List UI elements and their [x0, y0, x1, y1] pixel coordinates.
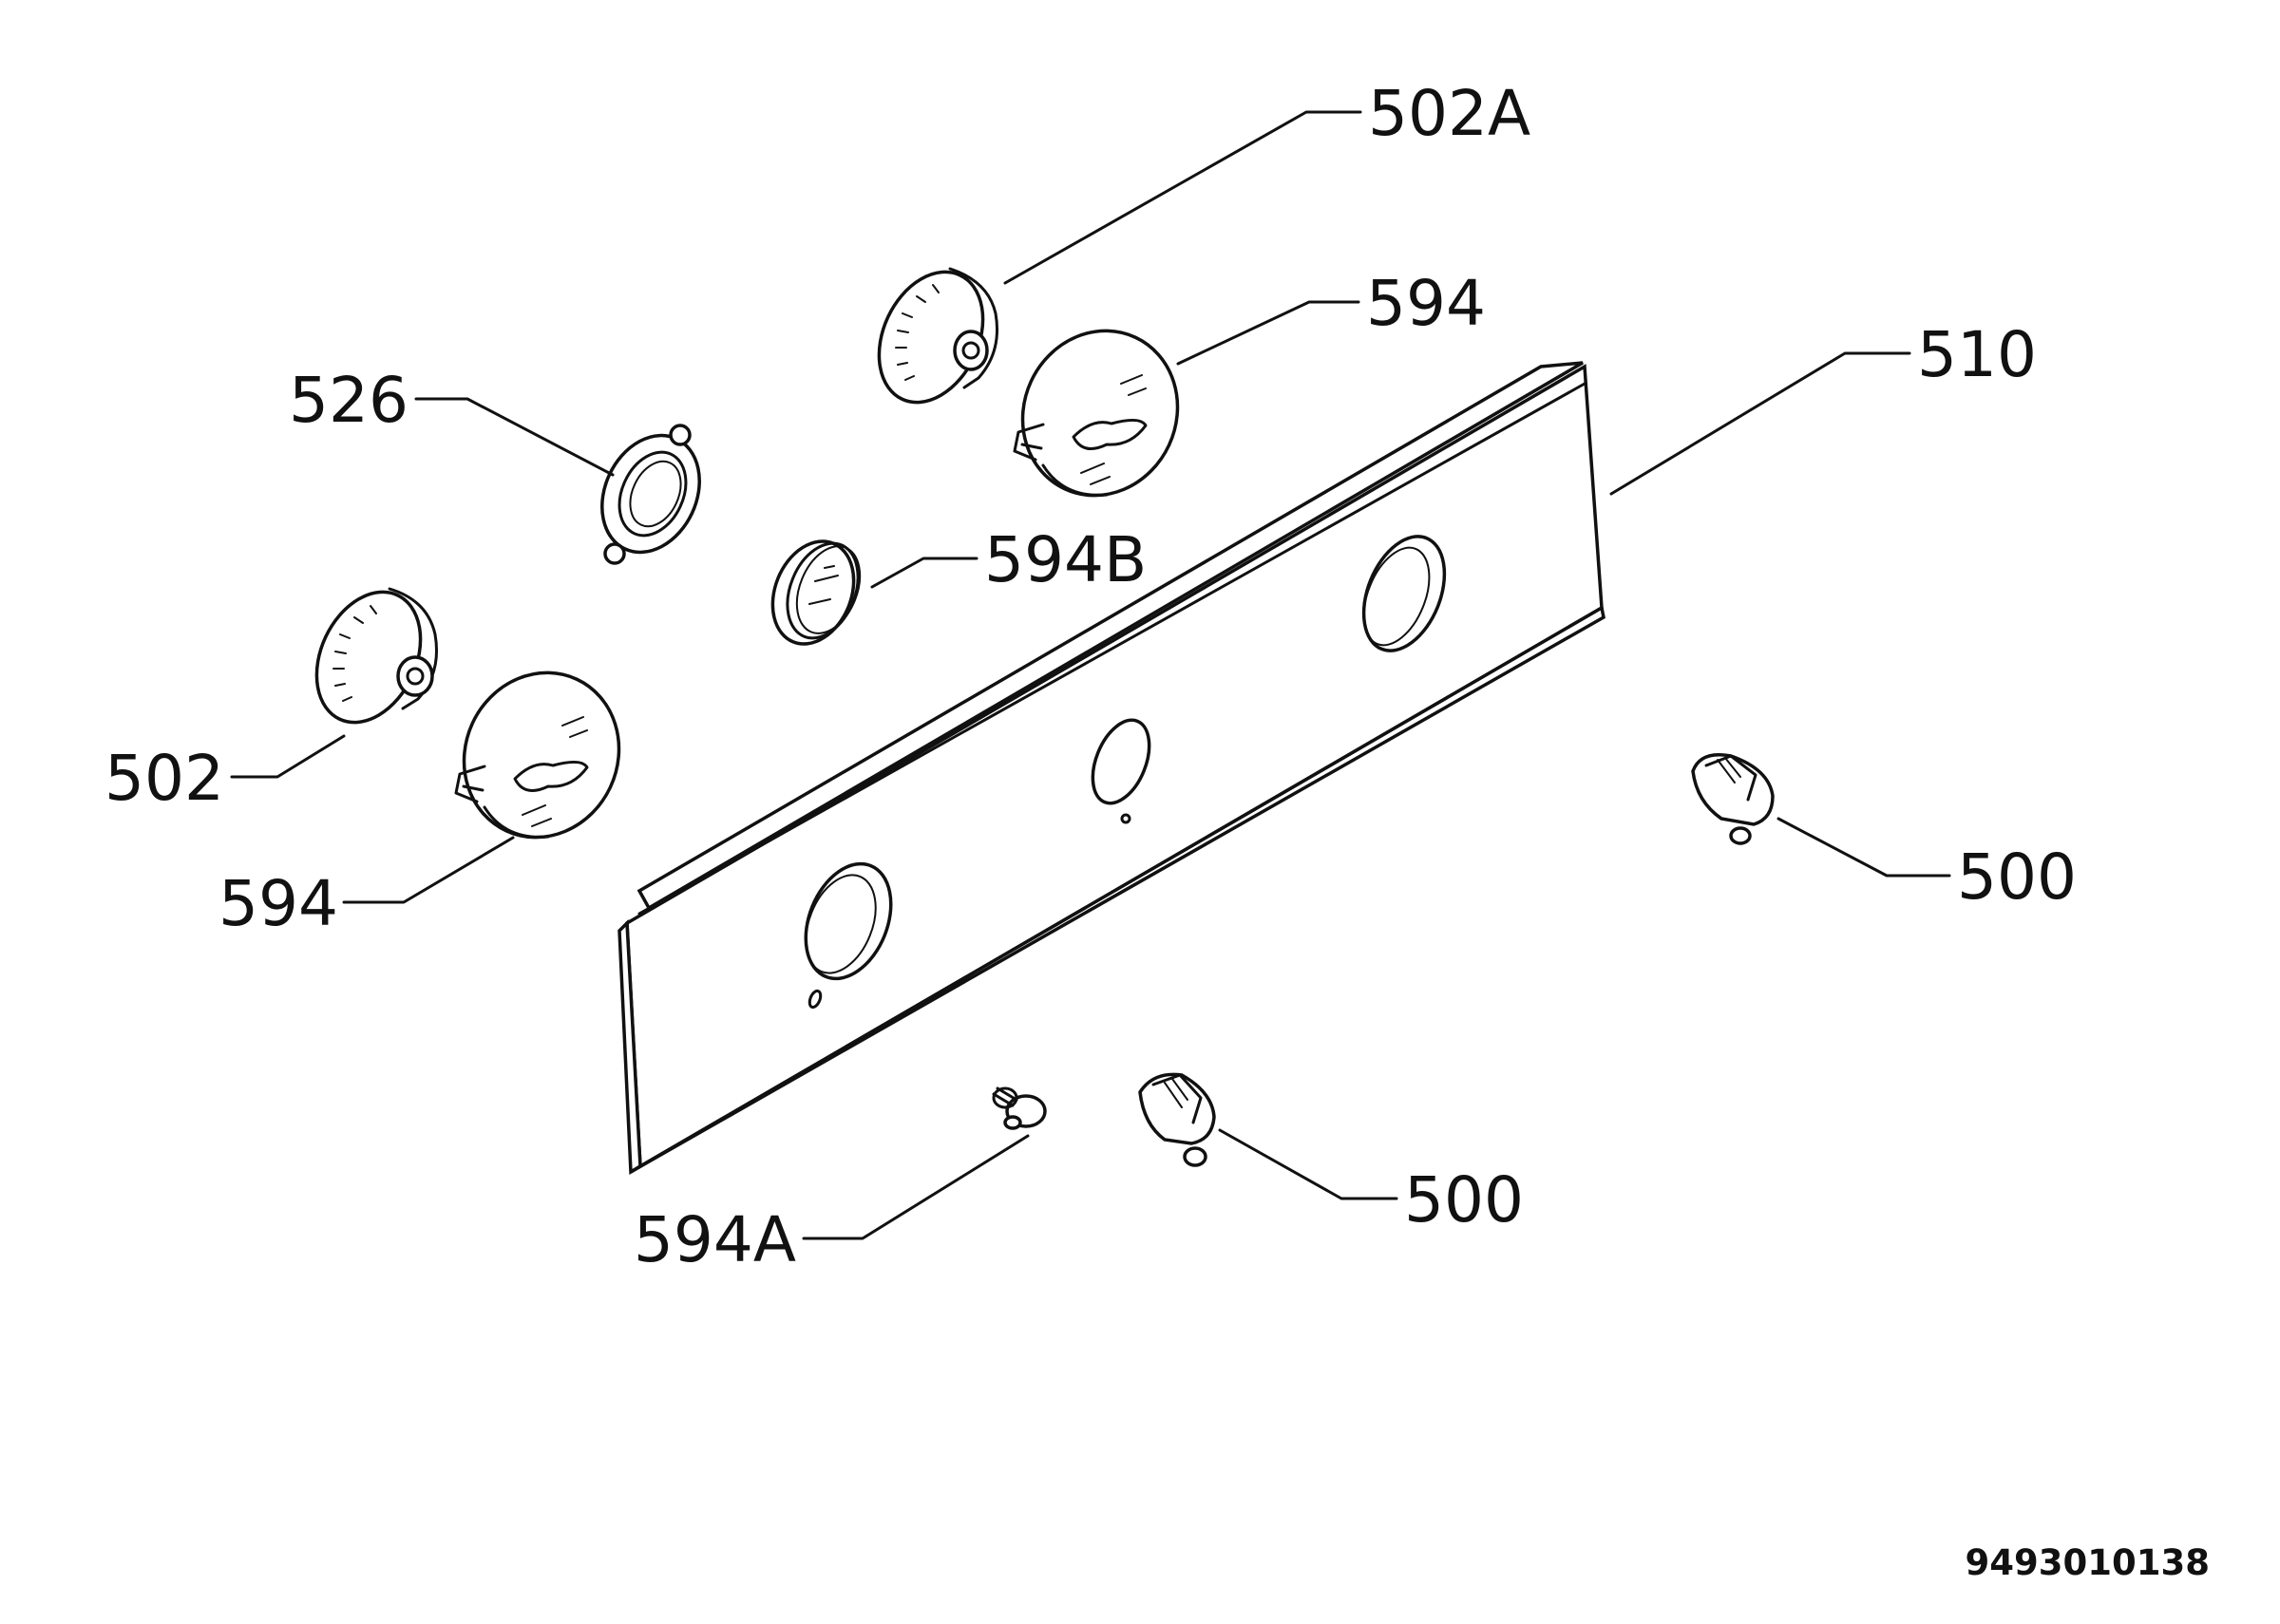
- panel-hole-right: [1361, 535, 1447, 652]
- knob-502: [314, 587, 439, 725]
- control-panel-510: [618, 361, 1606, 1176]
- leader-594-left: [342, 836, 515, 904]
- leader-594b: [870, 557, 978, 589]
- screw-594a: [992, 1086, 1047, 1130]
- panel-indicator-left: [808, 989, 823, 1010]
- label-526: 526: [289, 364, 408, 437]
- leader-502a: [1003, 110, 1362, 285]
- knob-500-right: [1691, 753, 1775, 845]
- label-594a: 594A: [634, 1203, 796, 1276]
- drawing-number: 9493010138: [1966, 1542, 2210, 1583]
- panel-indicator-middle: [1120, 813, 1131, 824]
- ring-526: [600, 424, 701, 565]
- label-510: 510: [1917, 318, 2037, 391]
- label-502a: 502A: [1368, 77, 1530, 150]
- leader-500-right: [1776, 817, 1951, 878]
- knob-500-bottom: [1138, 1072, 1216, 1167]
- label-500-bottom: 500: [1404, 1163, 1524, 1237]
- cap-594-left: [454, 670, 621, 840]
- leader-502: [230, 734, 346, 779]
- leader-594-top: [1176, 300, 1360, 366]
- leader-594a: [802, 1134, 1030, 1240]
- knob-502a: [877, 267, 999, 405]
- panel-hole-left: [804, 861, 893, 981]
- cap-594b: [770, 539, 862, 646]
- leader-510: [1609, 351, 1911, 496]
- cap-594-top: [1013, 329, 1180, 498]
- leader-lines: [230, 110, 1951, 1240]
- panel-hole-middle: [1091, 718, 1151, 805]
- label-594b: 594B: [984, 523, 1147, 596]
- leader-526: [414, 397, 615, 477]
- label-500-right: 500: [1957, 840, 2077, 914]
- label-502: 502: [104, 742, 224, 815]
- leader-500-bottom: [1218, 1128, 1398, 1200]
- label-594-left: 594: [218, 867, 338, 940]
- label-594-top: 594: [1366, 267, 1486, 340]
